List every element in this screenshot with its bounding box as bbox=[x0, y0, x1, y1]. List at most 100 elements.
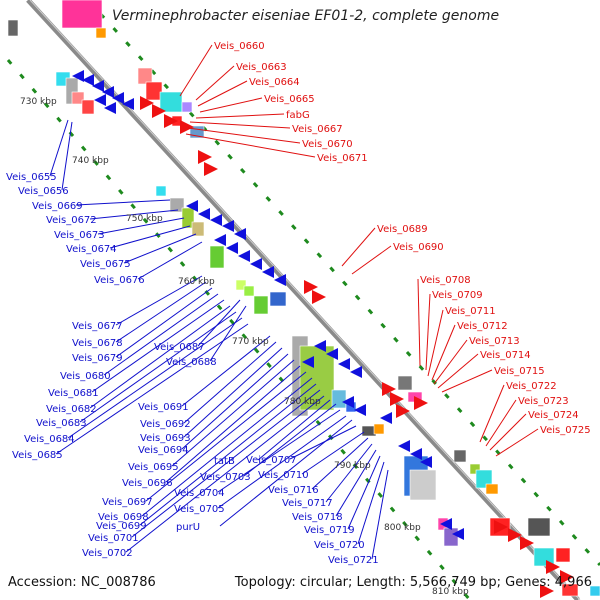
gene-arrow bbox=[312, 290, 326, 304]
gene-label-reverse[interactable]: Veis_0678 bbox=[72, 338, 123, 349]
gene-label-reverse[interactable]: Veis_0716 bbox=[268, 485, 319, 496]
gene-label-forward[interactable]: Veis_0664 bbox=[249, 77, 300, 88]
gene-label-reverse[interactable]: Veis_0717 bbox=[282, 498, 333, 509]
gene-label-reverse[interactable]: Veis_0699 bbox=[96, 521, 147, 532]
gene-label-reverse[interactable]: Veis_0703 bbox=[200, 472, 251, 483]
gene-label-forward[interactable]: Veis_0689 bbox=[377, 224, 428, 235]
gene-label-reverse[interactable]: Veis_0683 bbox=[36, 418, 87, 429]
gene-label-forward[interactable]: Veis_0722 bbox=[506, 381, 557, 392]
gene-label-reverse[interactable]: Veis_0688 bbox=[166, 357, 217, 368]
gene-label-reverse[interactable]: Veis_0682 bbox=[46, 404, 97, 415]
label-leader bbox=[183, 347, 283, 438]
gene-label-reverse[interactable]: Veis_0694 bbox=[138, 445, 189, 456]
gene-label-forward[interactable]: Veis_0725 bbox=[540, 425, 591, 436]
gene-label-reverse[interactable]: Veis_0675 bbox=[80, 259, 131, 270]
gene-label-forward[interactable]: Veis_0723 bbox=[518, 396, 569, 407]
label-leader bbox=[195, 65, 235, 101]
label-leader bbox=[139, 383, 317, 526]
gene-label-reverse[interactable]: Veis_0702 bbox=[82, 548, 133, 559]
gene-label-reverse[interactable]: Veis_0656 bbox=[18, 186, 69, 197]
label-leader bbox=[187, 127, 301, 144]
gene-label-forward[interactable]: Veis_0665 bbox=[264, 94, 315, 105]
scale-label: 740 kbp bbox=[72, 156, 109, 166]
gene-arrow bbox=[152, 104, 166, 118]
gene-label-reverse[interactable]: Veis_0673 bbox=[54, 230, 105, 241]
gene-label-reverse[interactable]: Veis_0655 bbox=[6, 172, 57, 183]
label-leader bbox=[197, 299, 241, 347]
gene-label-reverse[interactable]: tatB bbox=[214, 456, 235, 467]
label-leader bbox=[89, 305, 231, 409]
scale-label: 800 kbp bbox=[384, 523, 421, 533]
gene-label-reverse[interactable]: Veis_0704 bbox=[174, 488, 225, 499]
gene-label-reverse[interactable]: Veis_0698 bbox=[98, 512, 149, 523]
label-leader bbox=[123, 233, 197, 264]
gene-label-reverse[interactable]: Veis_0721 bbox=[328, 555, 379, 566]
gene-label-forward[interactable]: Veis_0724 bbox=[528, 410, 579, 421]
gene-label-reverse[interactable]: Veis_0672 bbox=[46, 215, 97, 226]
gene-label-reverse[interactable]: Veis_0693 bbox=[140, 433, 191, 444]
gene-label-forward[interactable]: Veis_0715 bbox=[494, 366, 545, 377]
gene-label-forward[interactable]: Veis_0712 bbox=[457, 321, 508, 332]
gene-feature bbox=[589, 585, 600, 597]
gene-label-reverse[interactable]: Veis_0695 bbox=[128, 462, 179, 473]
gene-label-reverse[interactable]: Veis_0692 bbox=[140, 419, 191, 430]
gene-arrow bbox=[234, 228, 246, 240]
gene-feature bbox=[181, 101, 193, 113]
gene-label-forward[interactable]: Veis_0708 bbox=[420, 275, 471, 286]
gene-label-reverse[interactable]: Veis_0677 bbox=[72, 321, 123, 332]
label-leader bbox=[185, 133, 316, 158]
gene-label-reverse[interactable]: Veis_0674 bbox=[66, 244, 117, 255]
outer-track bbox=[86, 0, 600, 567]
label-leader bbox=[195, 113, 285, 119]
gene-feature bbox=[253, 295, 269, 315]
gene-label-reverse[interactable]: Veis_0720 bbox=[314, 540, 365, 551]
gene-arrow bbox=[164, 114, 178, 128]
gene-label-reverse[interactable]: Veis_0707 bbox=[246, 455, 297, 466]
label-leader bbox=[431, 324, 456, 381]
gene-label-reverse[interactable]: Veis_0684 bbox=[24, 434, 75, 445]
gene-label-reverse[interactable]: Veis_0697 bbox=[102, 497, 153, 508]
scale-label: 790 kbp bbox=[334, 461, 371, 471]
label-leader bbox=[115, 287, 213, 358]
gene-label-forward[interactable]: fabG bbox=[286, 110, 310, 121]
gene-label-forward[interactable]: Veis_0670 bbox=[302, 139, 353, 150]
gene-label-reverse[interactable]: Veis_0681 bbox=[48, 388, 99, 399]
gene-label-reverse[interactable]: Veis_0676 bbox=[94, 275, 145, 286]
gene-arrow bbox=[198, 208, 210, 220]
gene-label-reverse[interactable]: Veis_0680 bbox=[60, 371, 111, 382]
gene-arrow bbox=[274, 274, 286, 286]
gene-label-reverse[interactable]: Veis_0669 bbox=[32, 201, 83, 212]
gene-label-forward[interactable]: Veis_0714 bbox=[480, 350, 531, 361]
gene-label-reverse[interactable]: Veis_0705 bbox=[174, 504, 225, 515]
gene-label-forward[interactable]: Veis_0660 bbox=[214, 41, 265, 52]
label-leader bbox=[257, 399, 331, 461]
gene-label-forward[interactable]: Veis_0690 bbox=[393, 242, 444, 253]
label-leader bbox=[109, 225, 191, 249]
gene-label-forward[interactable]: Veis_0713 bbox=[469, 336, 520, 347]
gene-label-reverse[interactable]: Veis_0691 bbox=[138, 402, 189, 413]
label-leader bbox=[425, 293, 431, 371]
label-leader bbox=[179, 44, 213, 97]
gene-feature bbox=[561, 583, 579, 597]
gene-label-reverse[interactable]: Veis_0685 bbox=[12, 450, 63, 461]
gene-arrow bbox=[304, 280, 318, 294]
label-leader bbox=[197, 80, 248, 107]
gene-label-forward[interactable]: Veis_0671 bbox=[317, 153, 368, 164]
gene-label-reverse[interactable]: Veis_0679 bbox=[72, 353, 123, 364]
gene-label-reverse[interactable]: Veis_0719 bbox=[304, 525, 355, 536]
label-leader bbox=[115, 275, 203, 326]
gene-label-forward[interactable]: Veis_0711 bbox=[445, 306, 496, 317]
gene-label-reverse[interactable]: Veis_0718 bbox=[292, 512, 343, 523]
label-leader bbox=[289, 425, 357, 460]
gene-label-reverse[interactable]: Veis_0687 bbox=[154, 342, 205, 353]
gene-label-forward[interactable]: Veis_0667 bbox=[292, 124, 343, 135]
gene-label-reverse[interactable]: Veis_0696 bbox=[122, 478, 173, 489]
gene-arrow bbox=[250, 258, 262, 270]
gene-label-reverse[interactable]: Veis_0701 bbox=[88, 533, 139, 544]
gene-feature bbox=[373, 423, 385, 435]
gene-label-reverse[interactable]: purU bbox=[176, 522, 200, 533]
gene-label-forward[interactable]: Veis_0709 bbox=[432, 290, 483, 301]
gene-label-reverse[interactable]: Veis_0710 bbox=[258, 470, 309, 481]
gene-feature bbox=[155, 185, 167, 197]
gene-label-forward[interactable]: Veis_0663 bbox=[236, 62, 287, 73]
